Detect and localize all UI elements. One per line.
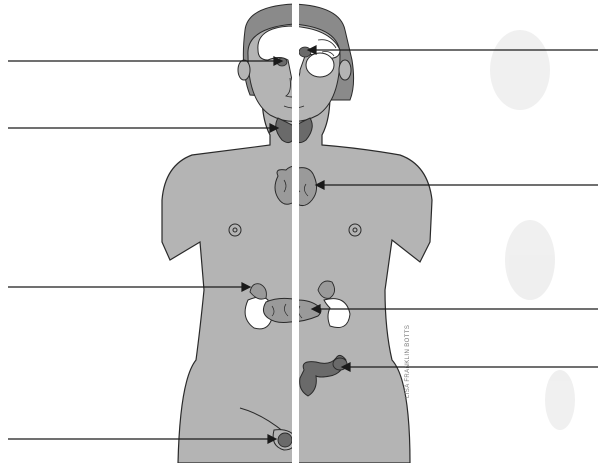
left-ear	[238, 60, 250, 80]
eye-socket	[306, 53, 334, 77]
illustrator-credit: LISA FRANKLIN BOTTS	[405, 346, 415, 398]
right-ear	[339, 60, 351, 80]
background-bleed	[490, 30, 575, 430]
testis	[278, 433, 292, 447]
midline-divider	[292, 0, 299, 463]
pituitary-gland	[299, 47, 311, 57]
